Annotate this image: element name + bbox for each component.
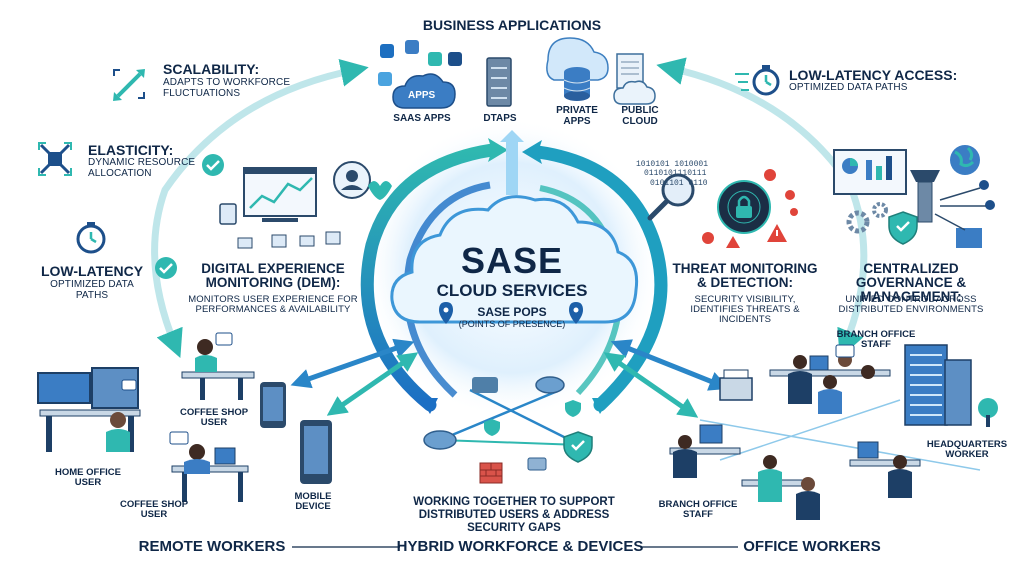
public-cloud-icon: [613, 53, 656, 105]
gear-icon: [846, 202, 888, 234]
headquarters-worker-label: HEADQUARTERS WORKER: [926, 439, 1008, 460]
connector-arrows: [290, 338, 730, 418]
magnifier-icon: [647, 173, 695, 221]
cloud-services-subtitle: CLOUD SERVICES: [436, 281, 588, 300]
low-latency-description: OPTIMIZED DATA PATHS: [50, 279, 134, 301]
headquarters-building-icon: [904, 344, 998, 427]
warning-icon: [726, 224, 787, 248]
network-hub: [423, 376, 593, 484]
globe-icon: [950, 145, 980, 175]
stopwatch-icon: [735, 65, 780, 96]
radar-lock-icon: [717, 180, 771, 234]
binary-text-1: 1010101 1010001: [636, 160, 709, 169]
low-latency-title: LOW-LATENCY: [40, 263, 144, 279]
elasticity-title: ELASTICITY:: [88, 142, 174, 158]
coffee-shop-user-label-top: COFFEE SHOP USER: [179, 407, 249, 428]
scalability-description: ADAPTS TO WORKFORCE FLUCTUATIONS: [163, 77, 291, 99]
center-caption: WORKING TOGETHER TO SUPPORT DISTRIBUTED …: [413, 496, 615, 535]
dem-title: DIGITAL EXPERIENCE MONITORING (DEM):: [201, 261, 345, 291]
governance-dashboard-icon: [833, 149, 907, 195]
elasticity-description: DYNAMIC RESOURCE ALLOCATION: [88, 157, 196, 179]
branch-office-scene: [669, 399, 981, 520]
dem-monitor-icon: [219, 161, 392, 249]
stopwatch-icon: [76, 222, 106, 254]
office-workers-label: OFFICE WORKERS: [743, 538, 881, 555]
low-latency-access-description: OPTIMIZED DATA PATHS: [789, 82, 908, 93]
saas-apps-label: SaaS APPS: [393, 113, 451, 124]
low-latency-access-title: LOW-LATENCY ACCESS:: [789, 67, 958, 83]
binary-text-3: 0101101 0110: [650, 179, 708, 188]
dtaps-server-icon: [486, 57, 512, 107]
virus-icon: [702, 169, 798, 244]
location-pin-icon: [439, 302, 583, 324]
governance-title: CENTRALIZED GOVERNANCE & MANAGEMENT:: [855, 261, 967, 305]
hybrid-workforce-label: HYBRID WORKFORCE & DEVICES: [396, 538, 644, 555]
shield-icon: [888, 211, 918, 245]
scalability-title: SCALABILITY:: [163, 61, 260, 77]
branch-office-scene: [719, 344, 891, 414]
coffee-shop-user-scene: [121, 332, 255, 400]
threat-description: SECURITY VISIBILITY, IDENTIFIES THREATS …: [690, 294, 800, 325]
mobile-device-icon: [260, 382, 332, 484]
coffee-shop-user-label-bottom: COFFEE SHOP USER: [119, 499, 189, 520]
network-node-icon: [934, 180, 995, 248]
apps-badge: AppS: [408, 90, 436, 101]
scalability-arrows-icon: [113, 69, 145, 101]
mobile-device-label: MOBILE DEVICE: [294, 491, 332, 512]
sase-cloud-shape: [390, 195, 639, 324]
sase-pops-description: (POINTS OF PRESENCE): [458, 319, 566, 329]
elasticity-arrows-icon: [38, 142, 72, 176]
saas-apps-icon: [378, 40, 462, 109]
coffee-shop-user-scene: [169, 431, 249, 502]
home-office-user-label: HOME OFFICE USER: [55, 467, 121, 488]
branch-office-staff-label-top: BRANCH OFFICE STAFF: [836, 329, 916, 350]
dem-description: MONITORS USER EXPERIENCE FOR PERFORMANCE…: [188, 294, 358, 315]
sase-pops-label: SASE POPS: [477, 305, 547, 319]
sase-title: SASE: [460, 240, 564, 281]
private-apps-database-icon: [546, 37, 609, 101]
public-cloud-label: PUBLIC CLOUD: [621, 105, 659, 127]
binary-text-2: 0110101110111: [644, 169, 707, 178]
branch-office-staff-label-bottom: BRANCH OFFICE STAFF: [658, 499, 738, 520]
remote-workers-label: REMOTE WORKERS: [138, 538, 286, 555]
private-apps-label: PRIVATE APPS: [556, 105, 598, 127]
check-icon: [155, 154, 224, 279]
governance-description: UNIFIED CONTROL ACROSS DISTRIBUTED ENVIR…: [838, 294, 984, 315]
control-tower-icon: [910, 170, 940, 223]
business-applications-title: BUSINESS APPLICATIONS: [422, 17, 602, 33]
dtaps-label: DTAPS: [483, 113, 517, 124]
threat-title: THREAT MONITORING & DETECTION:: [672, 261, 818, 291]
